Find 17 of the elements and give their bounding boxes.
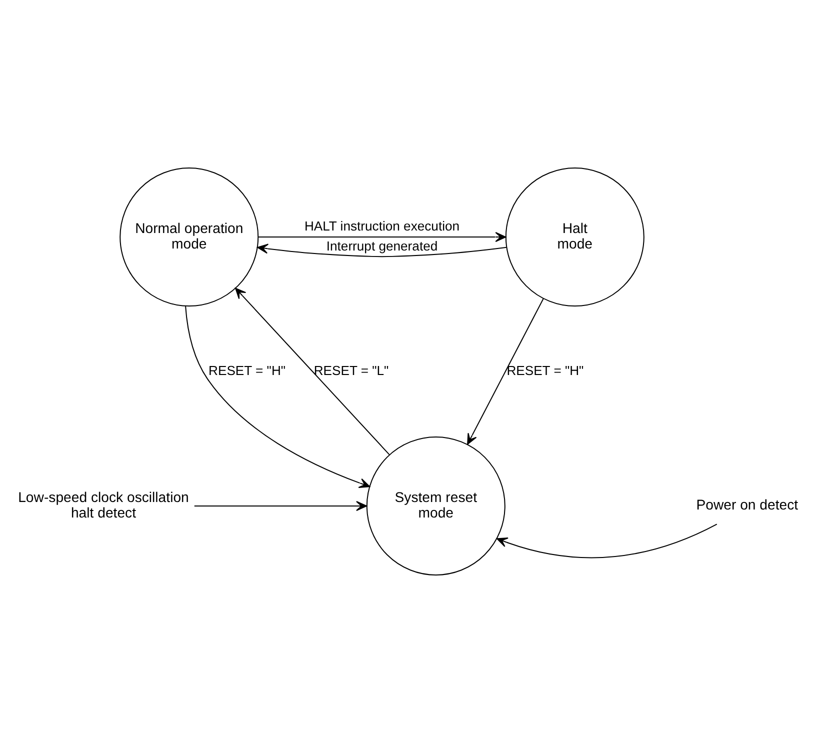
arrow [467,298,544,444]
arrow [496,523,718,558]
arrow [185,306,370,488]
edge-label: RESET = "L" [314,362,389,378]
node-circle: Normal operation mode [120,167,259,306]
arrow [258,232,506,242]
edge-label: RESET = "H" [208,362,286,378]
node-text: Power on detect [696,496,798,512]
edge-label: RESET = "H" [506,362,584,378]
node-text: Low-speed clock oscillation halt detect [18,488,189,520]
node-circle: System reset mode [366,436,506,575]
edge-label: Interrupt generated [326,238,438,254]
arrow [235,287,390,454]
node-circle: Halt mode [505,167,644,306]
arrow [257,243,506,257]
arrow [194,500,368,510]
edge-label: HALT instruction execution [304,218,460,233]
